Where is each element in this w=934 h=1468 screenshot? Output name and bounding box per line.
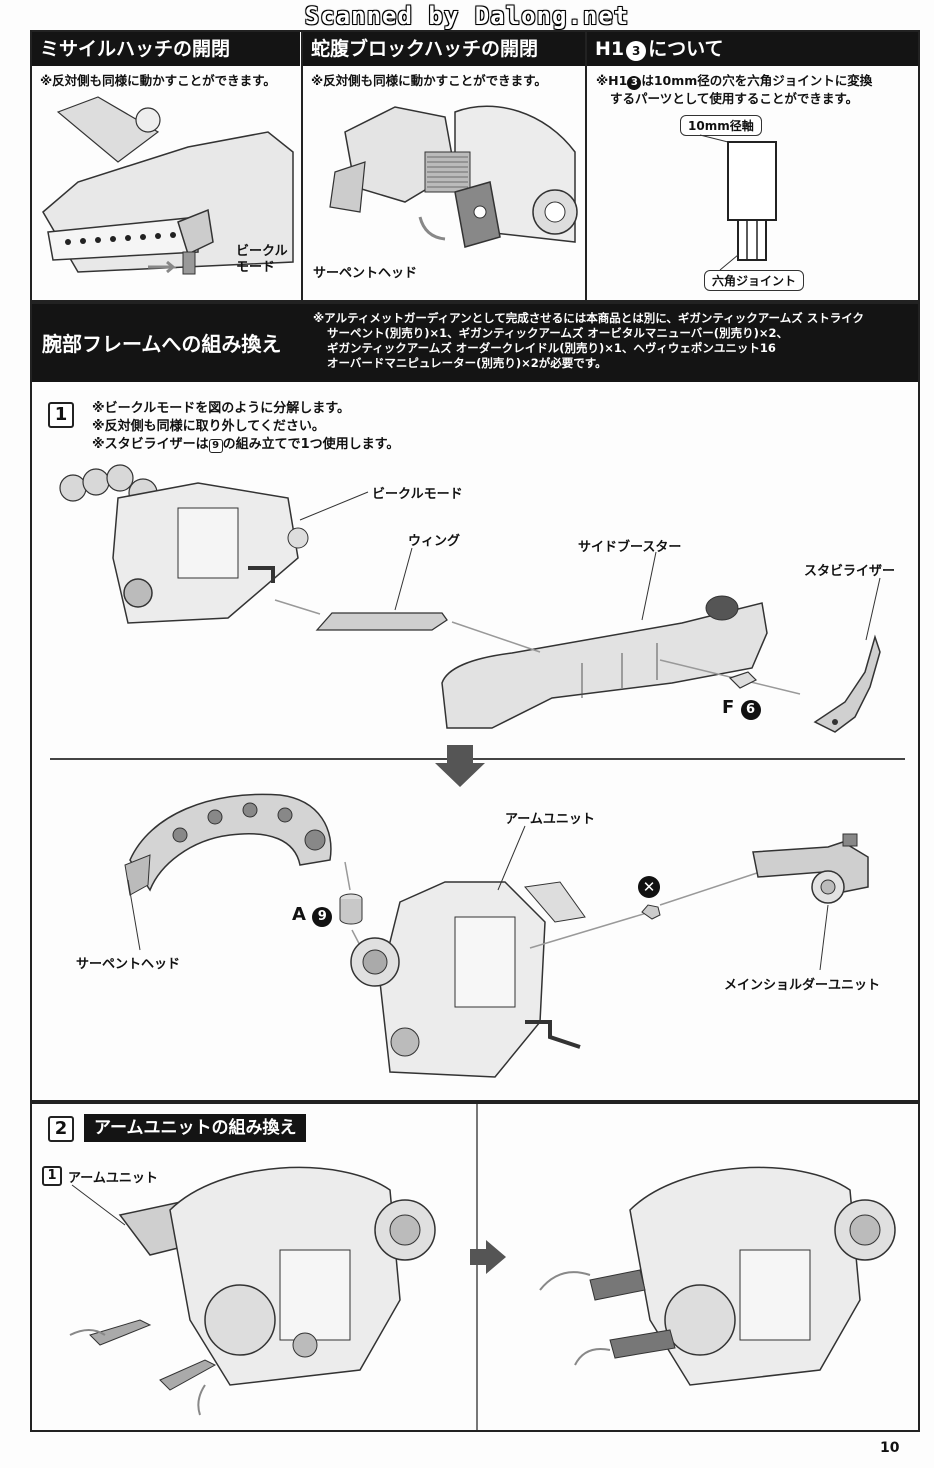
h1-title-number: 3 xyxy=(626,41,647,61)
step-2-number: 2 xyxy=(48,1116,74,1142)
step-1-note-3-prefix: ※スタビライザーは xyxy=(92,437,209,452)
main-shoulder-illustration xyxy=(752,833,869,904)
top-divider-2 xyxy=(585,32,587,300)
arm-frame-note-1: ※アルティメットガーディアンとして完成させるには本商品とは別に、ギガンティックア… xyxy=(313,311,864,325)
side-booster-label: サイドブースター xyxy=(578,540,682,555)
missile-hatch-title: ミサイルハッチの開閉 xyxy=(32,32,300,66)
f6-part xyxy=(728,671,758,689)
h1-note-number: 3 xyxy=(627,76,642,90)
arm-frame-notes: ※アルティメットガーディアンとして完成させるには本商品とは別に、ギガンティックア… xyxy=(313,311,913,371)
arm-frame-note-2: サーペント(別売り)×1、ギガンティックアームズ オービタルマニューバー(別売り… xyxy=(327,326,788,340)
vehicle-mode-step-label: ビークルモード xyxy=(372,487,463,502)
step-2-title: アームユニットの組み換え xyxy=(84,1114,307,1142)
h1-title-suffix: について xyxy=(648,38,724,60)
missile-hatch-illustration xyxy=(42,96,294,275)
hex-joint-label: 六角ジョイント xyxy=(704,270,805,291)
serpent-head-top-label: サーペントヘッド xyxy=(313,266,418,281)
step-2-divider xyxy=(476,1104,478,1430)
step-1-number: 1 xyxy=(48,402,74,428)
step-1-note-3-ref: 9 xyxy=(208,439,223,453)
right-arrow-icon xyxy=(470,1240,506,1274)
a9-label: A 9 xyxy=(292,904,333,927)
main-shoulder-label: メインショルダーユニット xyxy=(724,978,881,993)
f6-label: F 6 xyxy=(722,697,761,720)
top-divider-1 xyxy=(301,32,303,300)
prohibited-icon: ✕ xyxy=(638,876,660,898)
arm-frame-title: 腕部フレームへの組み換え xyxy=(42,332,282,356)
arm-unit-after-illustration xyxy=(539,1166,896,1386)
shaft-label: 10mm径軸 xyxy=(680,115,762,136)
vehicle-mode-illustration xyxy=(59,464,309,624)
stabilizer-label: スタビライザー xyxy=(804,564,896,579)
h1-note-line1: は10mm径の穴を六角ジョイントに変換 xyxy=(641,73,873,88)
arm-unit-illustration xyxy=(350,881,586,1078)
joint-part-illustration xyxy=(699,134,777,271)
arm-unit-before-illustration xyxy=(69,1166,436,1416)
step-1-note-2: ※反対側も同様に取り外してください。 xyxy=(92,419,325,434)
vehicle-mode-label: ビークル モード xyxy=(236,244,288,275)
missile-hatch-note: ※反対側も同様に動かすことができます。 xyxy=(40,73,276,88)
belly-hatch-note: ※反対側も同様に動かすことができます。 xyxy=(311,73,547,88)
arm-frame-note-4: オーバードマニピュレーター(別売り)×2が必要です。 xyxy=(327,356,607,370)
arm-frame-header xyxy=(32,304,918,382)
a9-number: 9 xyxy=(312,907,333,927)
wing-label: ウィング xyxy=(408,534,461,549)
serpent-head-label: サーペントヘッド xyxy=(76,957,181,972)
down-arrow-icon xyxy=(435,745,485,787)
step-1-divider xyxy=(50,758,905,760)
arm-frame-note-3: ギガンティックアームズ オーダークレイドル(別売り)×1、ヘヴィウェポンユニット… xyxy=(327,341,776,355)
step-2-sub-number: 1 xyxy=(42,1166,62,1186)
page-number: 10 xyxy=(880,1440,900,1456)
step-2-sub-label: アームユニット xyxy=(68,1171,158,1186)
h1-note-prefix: ※H1 xyxy=(596,73,628,88)
serpent-head-illustration xyxy=(124,793,332,896)
arm-unit-label: アームユニット xyxy=(505,812,595,827)
h1-title-prefix: H1 xyxy=(595,38,625,60)
step-1-notes: ※ビークルモードを図のように分解します。 ※反対側も同様に取り外してください。 … xyxy=(92,400,399,454)
a9-letter: A xyxy=(292,904,306,925)
top-section-frame xyxy=(30,30,920,302)
step-2-section xyxy=(30,1102,920,1432)
side-booster-illustration xyxy=(441,595,768,729)
step-1-note-1: ※ビークルモードを図のように分解します。 xyxy=(92,401,350,416)
belly-hatch-illustration xyxy=(329,105,578,248)
wing-illustration xyxy=(315,612,448,631)
step-1-note-3-suffix: の組み立てで1つ使用します。 xyxy=(222,437,400,452)
watermark: Scanned by Dalong.net xyxy=(304,2,630,30)
a9-part xyxy=(339,893,363,925)
h1-note-line2: するパーツとして使用することができます。 xyxy=(610,91,859,106)
arm-frame-section xyxy=(30,302,920,1102)
f6-letter: F xyxy=(722,697,735,718)
f6-number: 6 xyxy=(740,700,761,720)
small-joint-part xyxy=(641,904,661,920)
belly-hatch-title: 蛇腹ブロックハッチの開閉 xyxy=(303,32,585,66)
stabilizer-illustration xyxy=(813,634,881,733)
